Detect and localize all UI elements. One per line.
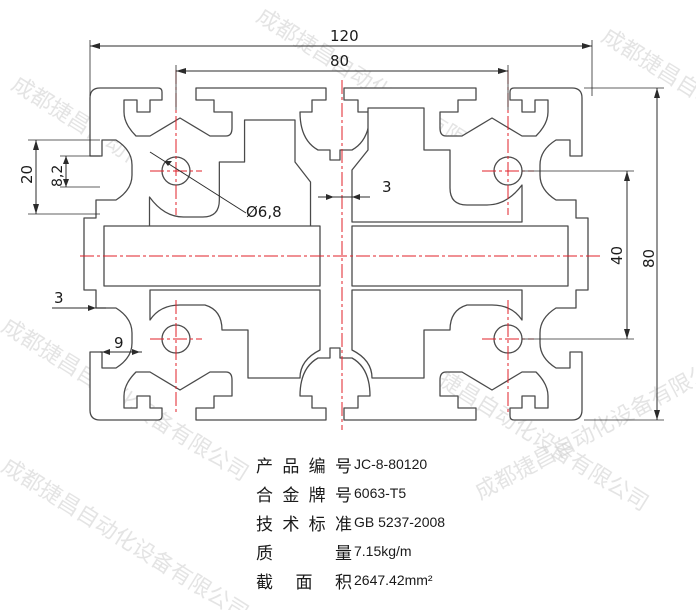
spec-row-product-code: 产品编号 JC-8-80120 — [256, 450, 676, 479]
dim-text-120: 120 — [330, 27, 359, 45]
spec-value: JC-8-80120 — [354, 456, 428, 472]
arrow-40-top — [624, 171, 630, 181]
spec-label: 质 量 — [256, 544, 352, 564]
arrow-web-right — [352, 194, 360, 200]
arrow-wall — [88, 305, 96, 311]
arrow-h80-top — [654, 88, 660, 98]
dim-text-hole: Ø6,8 — [246, 203, 282, 221]
dimensions: 120 80 80 40 20 8,2 — [18, 27, 664, 421]
dim-text-wall: 3 — [54, 289, 64, 307]
dim-text-80-right: 80 — [640, 249, 658, 268]
dim-text-web: 3 — [382, 178, 392, 196]
spec-label: 产品编号 — [256, 457, 352, 477]
arrow-lip-left — [102, 349, 110, 355]
spec-value: GB 5237-2008 — [354, 514, 446, 530]
dim-text-82: 8,2 — [50, 165, 66, 187]
arrow-40-bottom — [624, 329, 630, 339]
dim-text-80-top: 80 — [330, 52, 349, 70]
chamber-left — [148, 119, 312, 243]
spec-row-weight: 质 量 7.15kg/m — [256, 537, 676, 566]
arrow-20-top — [33, 140, 39, 150]
dim-text-40: 40 — [608, 246, 626, 265]
spec-row-area: 截 面 积 2647.42mm² — [256, 566, 676, 595]
spec-row-alloy: 合金牌号 6063-T5 — [256, 479, 676, 508]
arrow-h80-bottom — [654, 410, 660, 420]
spec-value: 6063-T5 — [354, 485, 407, 501]
spec-value: 7.15kg/m — [354, 543, 412, 559]
spec-row-standard: 技术标准 GB 5237-2008 — [256, 508, 676, 537]
spec-label: 合金牌号 — [256, 486, 352, 506]
dim-text-lip: 9 — [114, 334, 124, 352]
watermark-text-7: 成都捷昌自动化设备有限公司 — [0, 454, 253, 610]
spec-label: 技术标准 — [256, 515, 352, 535]
spec-label: 截 面 积 — [256, 573, 352, 593]
arrow-web-left — [326, 194, 334, 200]
arrow-20-bottom — [33, 204, 39, 214]
spec-table: 产品编号 JC-8-80120 合金牌号 6063-T5 技术标准 GB 523… — [256, 450, 676, 595]
arrow-82-top — [63, 156, 69, 164]
spec-value: 2647.42mm² — [354, 572, 433, 588]
arrow-80-left — [176, 68, 186, 74]
outer-contour — [83, 87, 589, 421]
profile-outline — [83, 87, 589, 421]
chamber-lower-right — [351, 289, 523, 379]
arrow-hole-leader — [164, 161, 172, 166]
arrow-lip-right — [132, 349, 140, 355]
arrow-120-left — [90, 43, 100, 49]
arrow-80-right — [498, 68, 508, 74]
chamber-upper-right — [351, 107, 523, 223]
arrow-120-right — [582, 43, 592, 49]
chamber-lower-left — [149, 289, 321, 379]
dim-text-20: 20 — [18, 165, 36, 184]
arrow-82-bottom — [63, 179, 69, 187]
center-lines — [80, 70, 600, 430]
